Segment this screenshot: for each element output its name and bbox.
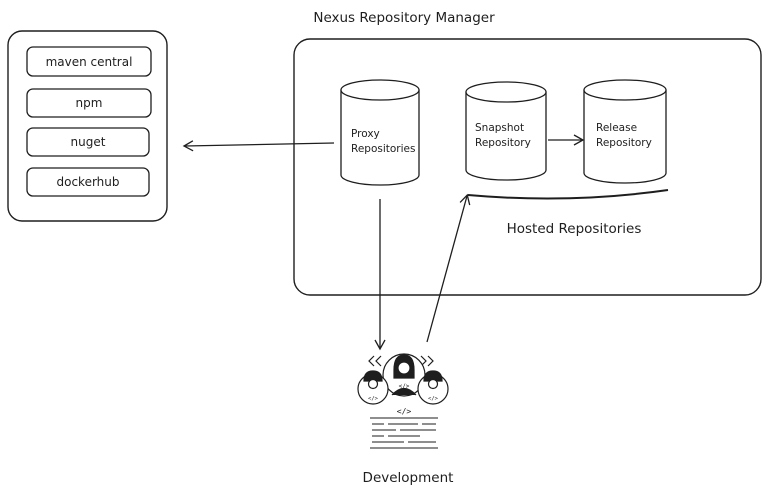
external-repositories-panel: maven central npm nuget dockerhub: [7, 30, 168, 222]
snapshot-repository-cylinder: Snapshot Repository: [465, 81, 547, 181]
development-label: Development: [363, 470, 454, 486]
svg-text:</>: </>: [397, 407, 412, 416]
arrow-proxy-to-external: [182, 140, 335, 152]
release-label-line2: Repository: [596, 137, 652, 149]
arrow-development-to-snapshot: [426, 193, 471, 343]
repo-label-maven-central: maven central: [46, 55, 133, 69]
snapshot-label-line1: Snapshot: [475, 122, 524, 134]
repo-box-nuget: nuget: [26, 127, 150, 157]
hosted-repositories-bracket: [467, 189, 669, 200]
snapshot-label-line2: Repository: [475, 137, 531, 149]
code-document-icon: </>: [370, 407, 438, 449]
nexus-container: [293, 38, 762, 296]
developers-team-icon: </> </> </>: [357, 353, 449, 405]
svg-text:</>: </>: [428, 396, 439, 402]
repo-box-npm: npm: [26, 88, 152, 118]
svg-text:</>: </>: [399, 383, 410, 390]
repo-label-npm: npm: [76, 96, 103, 110]
svg-text:</>: </>: [368, 396, 379, 402]
release-repository-cylinder: Release Repository: [583, 79, 667, 184]
proxy-label-line2: Repositories: [351, 143, 415, 155]
repo-label-nuget: nuget: [71, 135, 106, 149]
proxy-label-line1: Proxy: [351, 128, 380, 140]
release-label-line1: Release: [596, 122, 637, 134]
repo-label-dockerhub: dockerhub: [56, 175, 119, 189]
diagram-title: Nexus Repository Manager: [313, 10, 495, 26]
repo-box-dockerhub: dockerhub: [26, 167, 150, 197]
hosted-repositories-label: Hosted Repositories: [507, 221, 642, 237]
repo-box-maven-central: maven central: [26, 46, 152, 77]
proxy-repositories-cylinder: Proxy Repositories: [340, 79, 420, 186]
